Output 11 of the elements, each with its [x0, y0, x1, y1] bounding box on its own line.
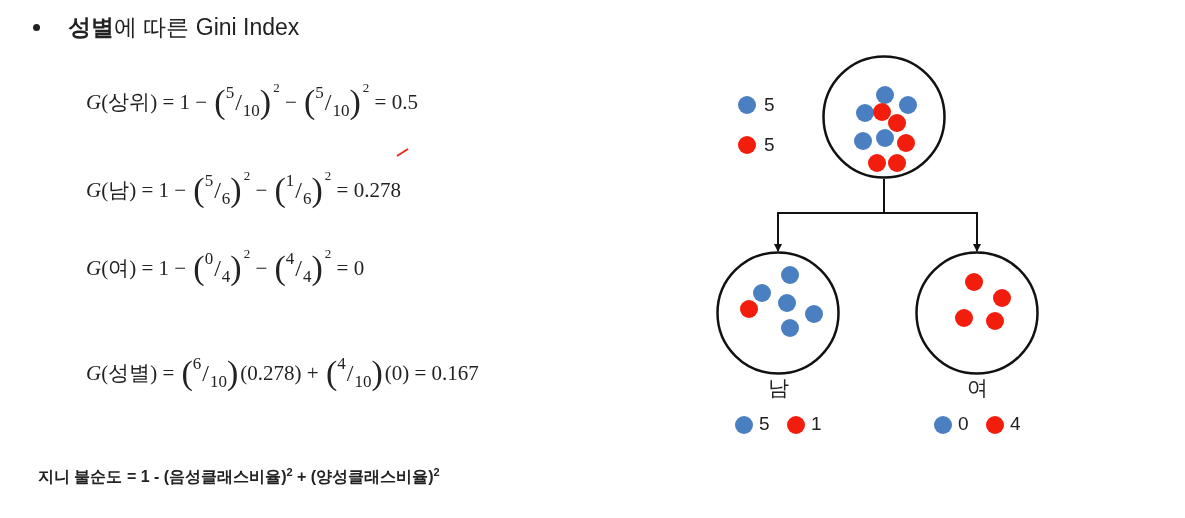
heading: 성별에 따른 Gini Index	[68, 13, 300, 42]
count-label: 4	[1010, 413, 1021, 435]
formula-note: 지니 불순도 = 1 - (음성클래스비율)$^{2}$ + (양성클래스비율)$^{2}$	[38, 466, 440, 488]
count-label: 1	[811, 413, 822, 435]
group-label: 남	[767, 375, 789, 401]
legend-label: 5	[764, 134, 775, 156]
arrow	[883, 178, 981, 252]
legend-label: 5	[764, 94, 775, 116]
count-label: 0	[958, 413, 969, 435]
group-label: 여	[966, 375, 988, 401]
count-label: 5	[759, 413, 770, 435]
